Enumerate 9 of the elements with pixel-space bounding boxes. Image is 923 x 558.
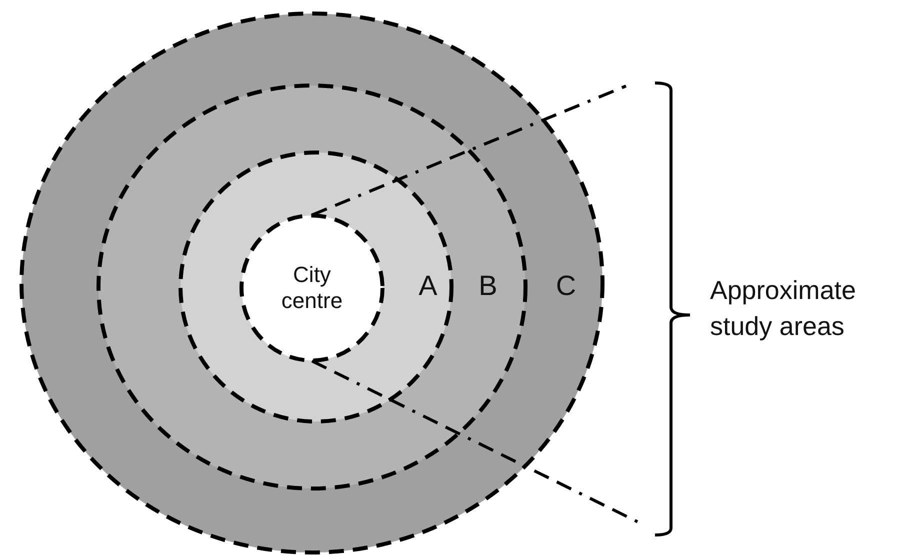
zone-circle [96,83,528,491]
zone-letter: C [554,269,578,303]
zone-letter: B [478,269,498,303]
zone-circle [19,11,605,555]
zone-circle [239,213,385,363]
zone-circle [178,150,454,424]
zone-letter: A [418,269,438,303]
zone-label: City centre [280,262,344,314]
bracket-label: Approximate study areas [710,274,857,343]
